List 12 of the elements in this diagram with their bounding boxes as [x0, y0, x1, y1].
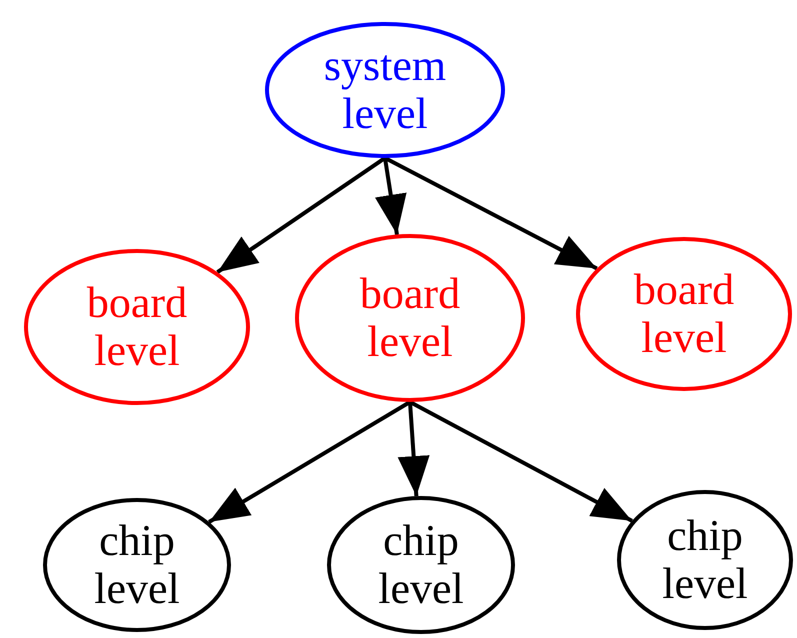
- node-label: board level: [86, 278, 188, 376]
- arrow: [216, 156, 386, 274]
- node-label: board level: [360, 270, 460, 366]
- node-label: chip level: [94, 516, 180, 614]
- arrow: [384, 156, 598, 270]
- node-label: chip level: [662, 512, 748, 608]
- arrow: [409, 400, 633, 523]
- arrow: [398, 402, 430, 496]
- arrow: [374, 158, 407, 235]
- node-label: board level: [634, 266, 734, 362]
- node-label: system level: [324, 42, 446, 138]
- node-label: chip level: [378, 516, 464, 614]
